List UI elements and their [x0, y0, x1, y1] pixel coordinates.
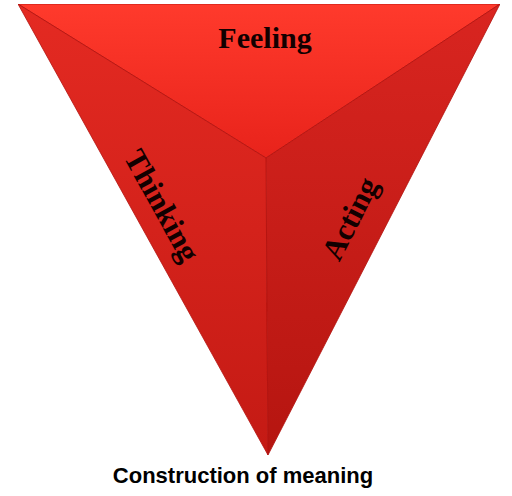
left-face: Thinking	[18, 4, 268, 455]
caption: Construction of meaning	[0, 463, 508, 489]
face-label: Feeling	[218, 23, 311, 53]
face-shape	[266, 4, 500, 455]
right-face: Acting	[266, 4, 500, 455]
face-shape	[18, 4, 268, 455]
